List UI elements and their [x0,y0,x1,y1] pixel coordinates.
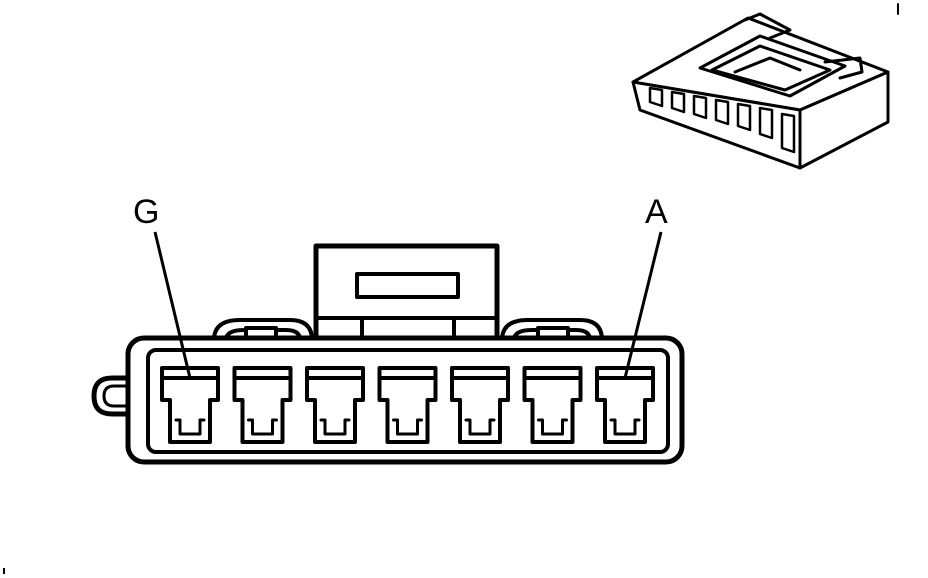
terminal-cavity [305,366,365,444]
terminal-cavity [522,366,583,444]
pin-a-label: A [645,193,668,231]
pin-g-leader-line [153,231,192,379]
connector-latch [313,243,500,345]
pin-g-label: G [133,193,159,231]
connector-peg [91,375,135,417]
terminal-cavity [160,366,220,444]
pin-a-leader-line [623,231,663,379]
terminal-cavity [595,366,655,444]
connector-isometric-view [631,3,899,170]
terminal-cavities [160,366,655,444]
terminal-cavity [450,366,510,444]
terminal-cavity [377,366,438,444]
connector-front-view: G A [91,193,685,465]
terminal-cavity [232,366,293,444]
